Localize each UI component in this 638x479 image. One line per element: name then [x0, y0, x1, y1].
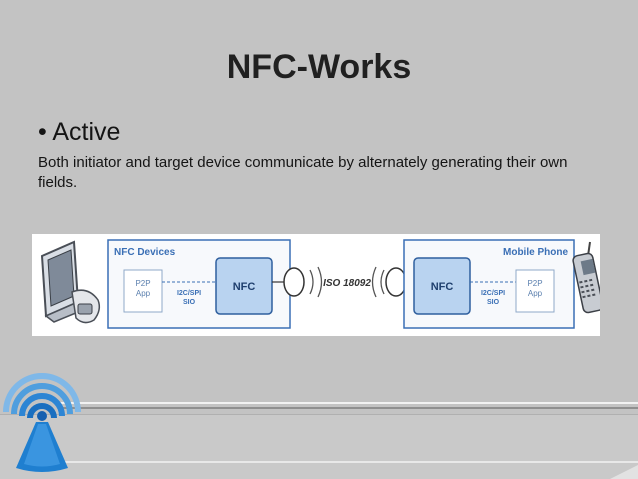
left-p2p-label: P2P [135, 279, 150, 288]
computer-monitor-icon [40, 240, 101, 324]
mobile-phone-label: Mobile Phone [503, 247, 568, 258]
footer-panel [0, 414, 638, 479]
left-nfc-label: NFC [233, 281, 256, 293]
slide-body-text: Both initiator and target device communi… [38, 154, 568, 191]
nfc-diagram: NFC Devices P2P App I2C/SPI SIO NFC ISO … [32, 234, 604, 336]
footer-divider [60, 402, 638, 414]
right-nfc-chip [413, 257, 471, 315]
left-bus-label-2: SIO [183, 299, 196, 306]
right-bus-label-1: I2C/SPI [481, 290, 505, 297]
right-antenna-icon [385, 267, 407, 297]
slide-title: NFC-Works [226, 48, 412, 86]
right-p2p-label: P2P [527, 279, 542, 288]
left-bus-label-1: I2C/SPI [177, 290, 201, 297]
slide-corner-decoration [610, 465, 638, 479]
wireless-signal-logo-icon [3, 373, 81, 472]
right-bus-label-2: SIO [487, 299, 500, 306]
bullet-active: • Active [38, 118, 121, 146]
nfc-diagram-svg: NFC Devices P2P App I2C/SPI SIO NFC ISO … [40, 239, 604, 329]
left-antenna-icon [283, 267, 305, 297]
right-nfc-label: NFC [431, 281, 454, 293]
mobile-phone-icon [572, 241, 604, 314]
protocol-label: ISO 18092 [323, 278, 371, 289]
left-p2p-app-box [123, 269, 163, 313]
footer-line [62, 461, 638, 463]
left-nfc-chip [215, 257, 273, 315]
right-app-label: App [528, 289, 543, 298]
wireless-waves-icon [309, 266, 385, 298]
left-app-label: App [136, 289, 151, 298]
right-p2p-app-box [515, 269, 555, 313]
nfc-devices-label: NFC Devices [114, 247, 176, 258]
